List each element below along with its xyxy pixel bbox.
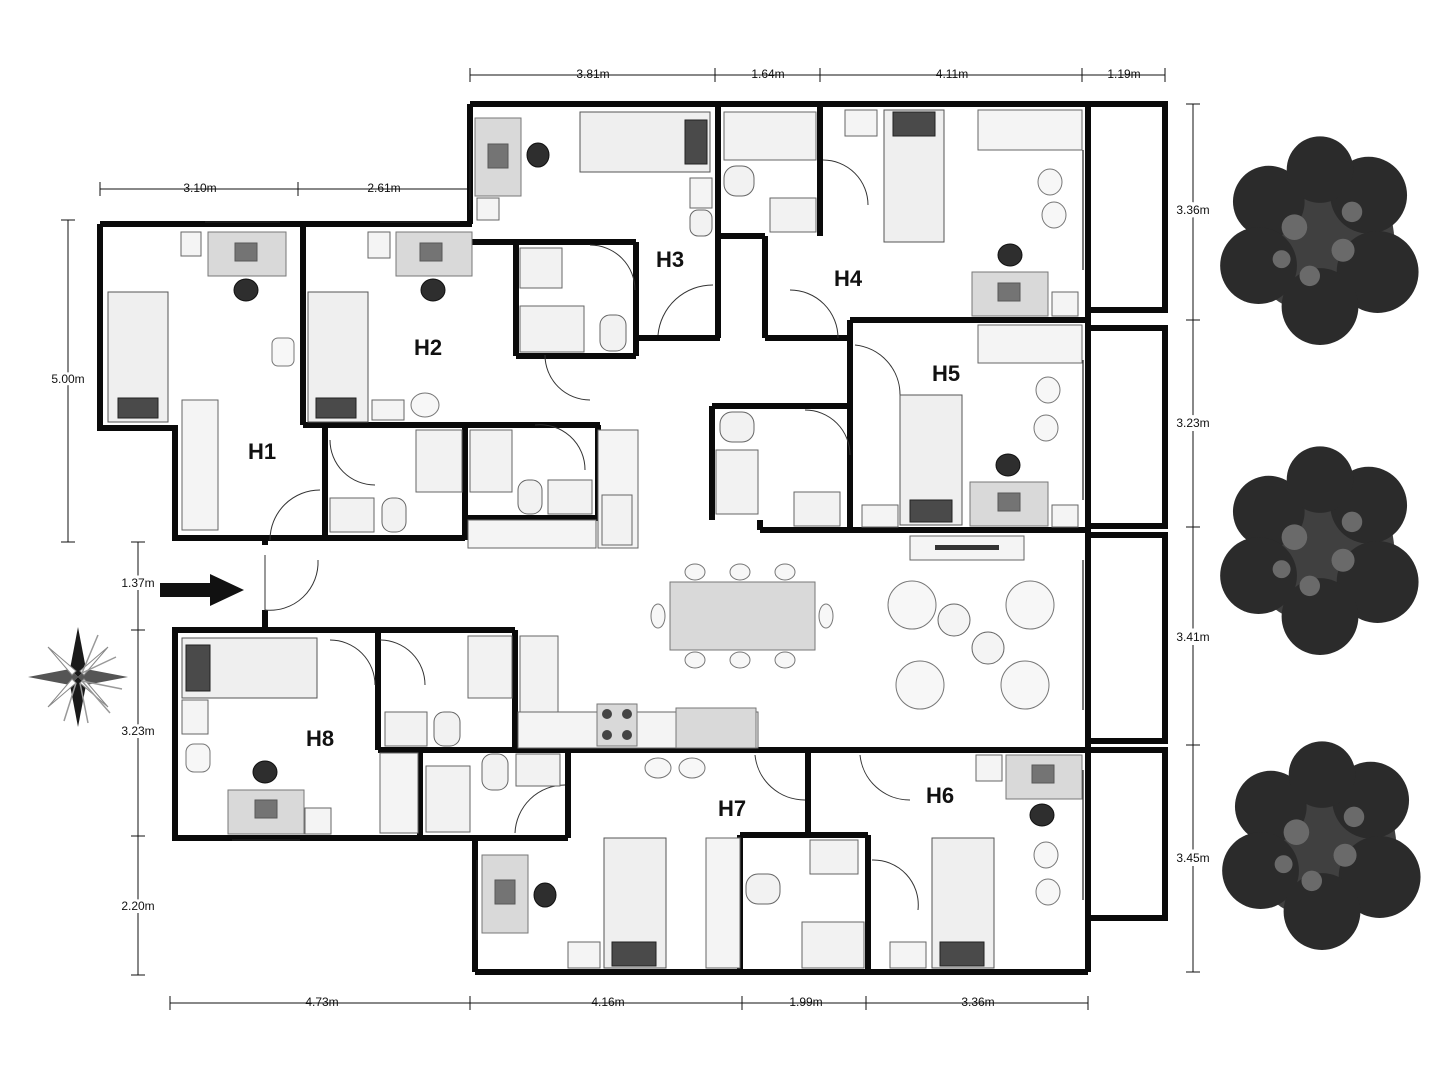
dim-left-2: 1.37m: [121, 576, 154, 590]
furniture-h3: [474, 111, 713, 353]
dim-right-4: 3.45m: [1176, 851, 1209, 865]
dim-topleft-2: 2.61m: [367, 181, 400, 195]
dim-bottom-1: 4.73m: [305, 995, 338, 1009]
dimensions-top-left: 3.10m 2.61m: [99, 181, 471, 196]
tree-icon: [1220, 446, 1419, 655]
dim-topleft-1: 3.10m: [183, 181, 216, 195]
furniture-h4: [723, 109, 1083, 317]
dim-right-2: 3.23m: [1176, 416, 1209, 430]
dim-top-1: 3.81m: [576, 67, 609, 81]
walls: [97, 101, 1168, 975]
furniture-h2: [307, 231, 593, 515]
dimensions-left: 5.00m 1.37m 3.23m 2.20m: [48, 219, 158, 976]
room-label-h3: H3: [656, 247, 684, 272]
doors: [264, 159, 919, 911]
dim-right-3: 3.41m: [1176, 630, 1209, 644]
dim-bottom-2: 4.16m: [591, 995, 624, 1009]
dim-left-4: 2.20m: [121, 899, 154, 913]
furniture-h1: [107, 231, 463, 533]
entrance-arrow-icon: [160, 574, 244, 606]
compass-rose-icon: [28, 627, 128, 727]
dim-right-1: 3.36m: [1176, 203, 1209, 217]
dimensions-right: 3.36m 3.23m 3.41m 3.45m: [1172, 103, 1214, 973]
dim-top-3: 4.11m: [936, 67, 968, 81]
windows: [205, 140, 1084, 940]
common-area: [467, 429, 1055, 779]
dim-left-3: 3.23m: [121, 724, 154, 738]
room-label-h7: H7: [718, 796, 746, 821]
dimensions-bottom: 4.73m 4.16m 1.99m 3.36m: [169, 995, 1089, 1010]
dim-top-2: 1.64m: [751, 67, 784, 81]
room-labels: H1 H2 H3 H4 H5 H6 H7 H8: [248, 247, 960, 821]
dining-chairs: [650, 563, 834, 669]
furniture-h8: [181, 635, 561, 835]
dim-left-1: 5.00m: [51, 372, 84, 386]
furniture-h5: [715, 324, 1083, 528]
room-label-h2: H2: [414, 335, 442, 360]
furniture-h7: [481, 837, 865, 969]
room-label-h4: H4: [834, 266, 863, 291]
dim-bottom-4: 3.36m: [961, 995, 994, 1009]
dim-top-4: 1.19m: [1107, 67, 1140, 81]
tree-icon: [1222, 741, 1421, 950]
dim-bottom-3: 1.99m: [789, 995, 822, 1009]
dimensions-top: 3.81m 1.64m 4.11m 1.19m: [469, 67, 1166, 82]
room-label-h6: H6: [926, 783, 954, 808]
room-label-h8: H8: [306, 726, 334, 751]
tree-icon: [1220, 136, 1419, 345]
furniture-h6: [889, 754, 1083, 969]
room-label-h5: H5: [932, 361, 960, 386]
room-label-h1: H1: [248, 439, 276, 464]
